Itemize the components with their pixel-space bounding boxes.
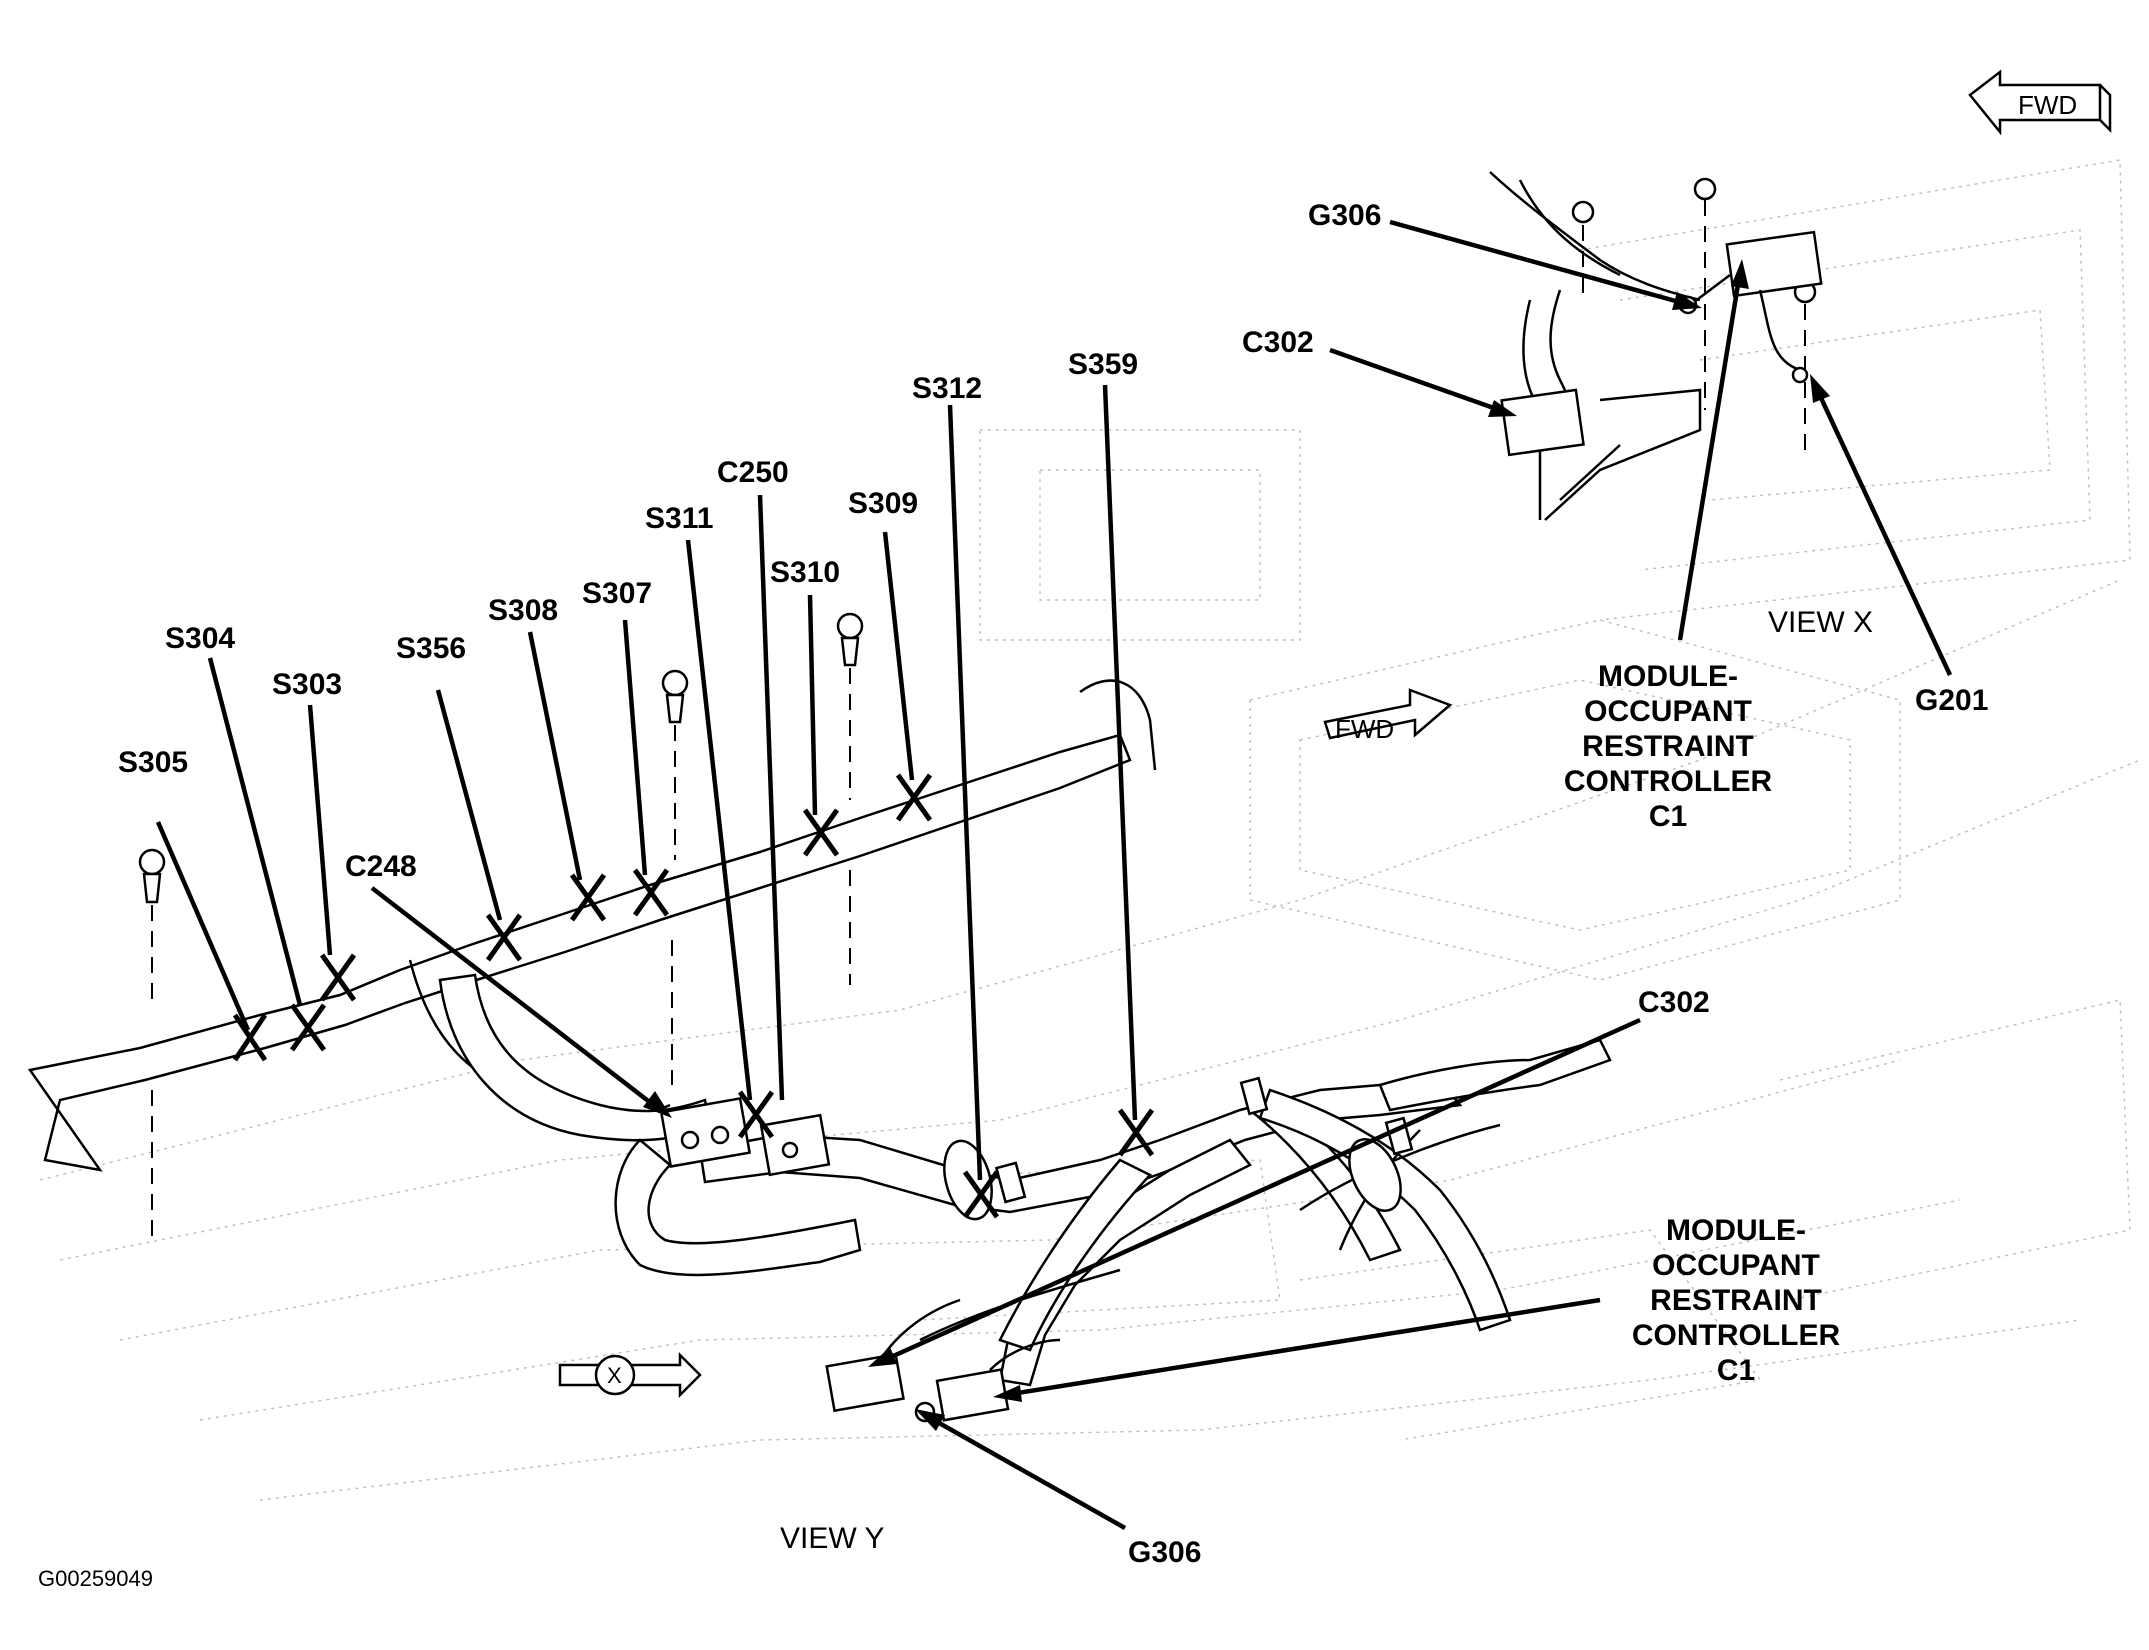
- leader-lines: [155, 219, 1953, 1530]
- svg-text:C1: C1: [1649, 800, 1687, 833]
- view-x-inset: [1489, 171, 1823, 521]
- x-mark-s309: [895, 773, 933, 822]
- bolts: [138, 177, 1817, 1240]
- svg-text:C1: C1: [1717, 1354, 1755, 1387]
- x-mark-s304: [289, 1003, 327, 1052]
- leader-g306-view-x: [1389, 219, 1691, 308]
- label-s305: S305: [118, 746, 188, 779]
- bolt-2: [661, 669, 689, 1085]
- label-g306-view-y: G306: [1128, 1536, 1201, 1569]
- arrowhead-c302-view-y: [868, 1347, 897, 1367]
- fwd-label-center: FWD: [1335, 714, 1394, 744]
- svg-text:OCCUPANT: OCCUPANT: [1652, 1249, 1820, 1282]
- label-g306-view-x: G306: [1308, 199, 1381, 232]
- svg-text:OCCUPANT: OCCUPANT: [1584, 695, 1752, 728]
- arrowhead-g201: [1810, 374, 1830, 403]
- label-s309: S309: [848, 487, 918, 520]
- arrowheads: [643, 259, 1830, 1431]
- leader-s307: [622, 619, 648, 876]
- bolt-5: [1693, 177, 1717, 410]
- leader-s359: [1102, 384, 1138, 1121]
- leader-s310: [807, 594, 818, 816]
- x-mark-s307: [632, 868, 670, 917]
- arrowhead-module-view-y: [993, 1385, 1022, 1402]
- label-s310: S310: [770, 556, 840, 589]
- splice-marks: [232, 773, 1155, 1219]
- svg-text:RESTRAINT: RESTRAINT: [1582, 730, 1754, 763]
- label-c302-view-x: C302: [1242, 326, 1314, 359]
- leader-s303: [307, 704, 333, 956]
- x-mark-s359: [1117, 1108, 1155, 1157]
- arrowhead-module-view-x: [1731, 259, 1749, 289]
- leader-s356: [435, 689, 503, 921]
- label-c302-view-y: C302: [1638, 986, 1710, 1019]
- x-mark-s311: [737, 1090, 775, 1139]
- main-harness: [27, 679, 1612, 1423]
- label-s304: S304: [165, 622, 235, 655]
- leader-c302-view-x: [1329, 347, 1506, 415]
- svg-text:CONTROLLER: CONTROLLER: [1564, 765, 1773, 798]
- label-s359: S359: [1068, 348, 1138, 381]
- module-label-view-y: MODULE- OCCUPANT RESTRAINT CONTROLLER C1: [1632, 1214, 1841, 1387]
- leader-s305: [155, 821, 251, 1031]
- background-structure: [39, 159, 2141, 1501]
- labels: S305 S304 S303 S356 S308 S307 S311 C250 …: [38, 199, 1988, 1591]
- leader-g306-view-y: [923, 1413, 1127, 1530]
- fwd-label-top: FWD: [2018, 90, 2077, 120]
- bolt-3: [836, 612, 864, 985]
- leader-s309: [882, 531, 915, 781]
- label-s308: S308: [488, 594, 558, 627]
- figure-id: G00259049: [38, 1566, 153, 1591]
- x-mark-s310: [802, 808, 840, 857]
- bolt-1: [138, 848, 166, 1240]
- label-s311: S311: [645, 502, 713, 535]
- arrowhead-c302-view-x: [1488, 400, 1517, 417]
- svg-text:MODULE-: MODULE-: [1666, 1214, 1806, 1247]
- leader-c248: [370, 886, 662, 1112]
- leader-module-view-y: [1004, 1297, 1601, 1398]
- bolt-4: [1571, 200, 1595, 300]
- view-x-callout-arrow: X: [558, 1351, 702, 1399]
- leader-c302-view-y: [879, 1017, 1641, 1365]
- x-mark-s308: [569, 873, 607, 922]
- label-c250: C250: [717, 456, 789, 489]
- arrowhead-c248: [643, 1091, 672, 1118]
- svg-text:MODULE-: MODULE-: [1598, 660, 1738, 693]
- label-s303: S303: [272, 668, 342, 701]
- x-mark-s356: [485, 913, 523, 962]
- leader-s312: [947, 404, 983, 1181]
- x-mark-s303: [319, 953, 357, 1002]
- label-s356: S356: [396, 632, 466, 665]
- x-mark-s312: [962, 1170, 1000, 1219]
- leader-s308: [527, 631, 583, 881]
- arrowhead-g306-view-y: [915, 1409, 945, 1431]
- fwd-arrow-top: FWD: [1968, 69, 2112, 136]
- leader-c250: [757, 494, 785, 1101]
- svg-text:RESTRAINT: RESTRAINT: [1650, 1284, 1822, 1317]
- label-c248: C248: [345, 850, 417, 883]
- fwd-arrow-center: FWD: [1323, 688, 1453, 744]
- leader-s311: [685, 539, 753, 1101]
- label-g201: G201: [1915, 684, 1988, 717]
- label-s307: S307: [582, 577, 652, 610]
- view-y-label: VIEW Y: [780, 1522, 884, 1555]
- arrowhead-g306-view-x: [1672, 292, 1702, 310]
- svg-text:CONTROLLER: CONTROLLER: [1632, 1319, 1841, 1352]
- leader-s304: [207, 657, 303, 1006]
- x-mark-s305: [232, 1013, 268, 1062]
- leader-g201: [1812, 384, 1953, 676]
- module-label-view-x: MODULE- OCCUPANT RESTRAINT CONTROLLER C1: [1564, 660, 1773, 833]
- leader-module-view-x: [1677, 271, 1743, 641]
- view-x-label: VIEW X: [1768, 606, 1873, 639]
- view-x-callout-label: X: [607, 1363, 622, 1388]
- label-s312: S312: [912, 372, 982, 405]
